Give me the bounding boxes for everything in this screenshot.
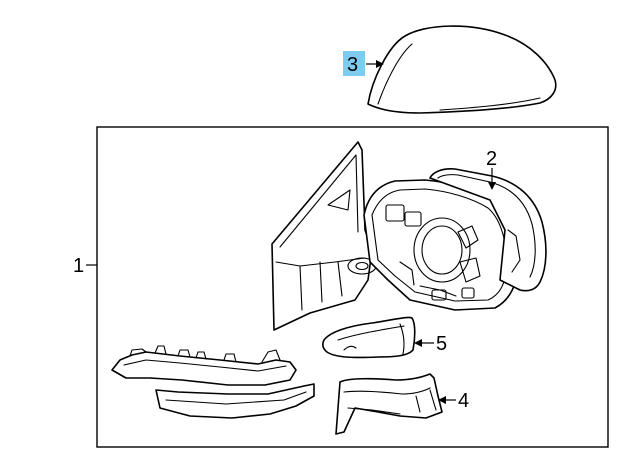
callout-3: 3 bbox=[343, 51, 384, 76]
arrowhead-5 bbox=[414, 339, 422, 347]
part-3-mirror-cover[interactable] bbox=[367, 25, 557, 114]
callout-label-1: 1 bbox=[73, 255, 84, 277]
callout-1: 1 bbox=[73, 255, 97, 277]
part-4-lower-bracket[interactable] bbox=[335, 373, 443, 435]
part-5-turn-signal[interactable] bbox=[321, 316, 416, 359]
callout-2: 2 bbox=[486, 148, 497, 190]
assembly-frame bbox=[96, 126, 609, 448]
callout-label-3: 3 bbox=[347, 54, 358, 76]
part-1-mirror-assembly[interactable] bbox=[271, 141, 377, 331]
callout-4: 4 bbox=[438, 390, 469, 412]
callout-highlight-3 bbox=[343, 51, 365, 76]
callout-label-5: 5 bbox=[436, 333, 447, 355]
arrowhead-3 bbox=[376, 60, 384, 68]
part-2-mirror-glass[interactable] bbox=[429, 168, 547, 292]
arrowhead-4 bbox=[438, 396, 446, 404]
arrowhead-2 bbox=[488, 182, 496, 190]
callout-5: 5 bbox=[414, 333, 447, 355]
lower-cover[interactable] bbox=[111, 345, 315, 419]
callout-label-2: 2 bbox=[486, 148, 497, 170]
callout-label-4: 4 bbox=[458, 390, 469, 412]
